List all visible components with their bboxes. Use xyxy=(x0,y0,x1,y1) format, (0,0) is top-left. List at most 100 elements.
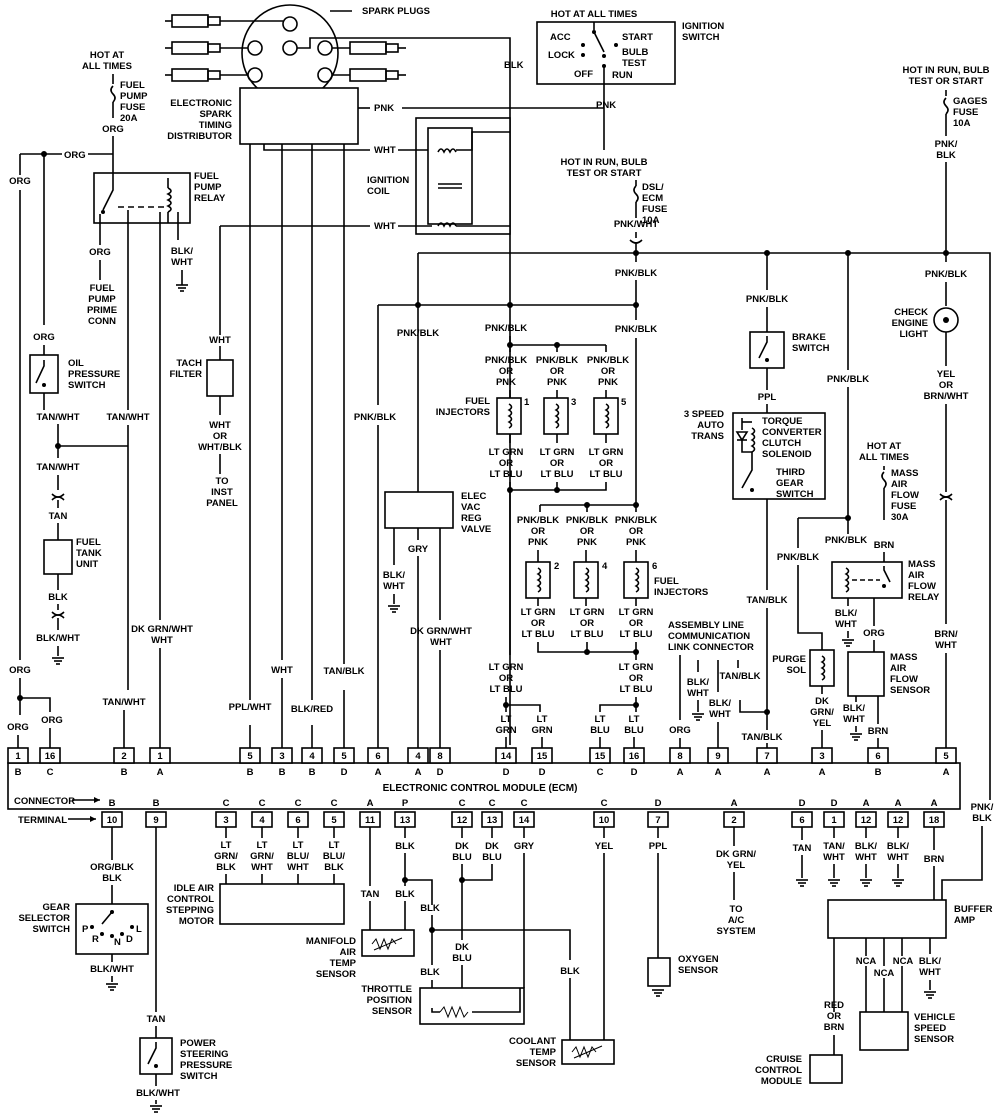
ecm-pin-side: C xyxy=(223,798,230,809)
spark-plugs: SPARK PLUGS BLK ELECTRONIC SPARK TIMING … xyxy=(165,4,524,745)
wire-label: GRN/ xyxy=(214,851,238,862)
wire-label: PPL/WHT xyxy=(229,702,272,713)
wire-label: ORG xyxy=(863,628,885,639)
hot-label: HOT IN RUN, BULB xyxy=(902,65,989,76)
wire-label: PNK/BLK xyxy=(615,324,657,335)
hot-label: ALL TIMES xyxy=(82,61,132,72)
wire-label: BLU xyxy=(452,852,472,863)
tank-label: UNIT xyxy=(76,559,98,570)
o2-label: OXYGEN xyxy=(678,954,719,965)
oil-label: OIL xyxy=(68,358,84,369)
wire-label: BLK/ xyxy=(887,841,910,852)
wire-label: BLK xyxy=(395,889,415,900)
fuel-injectors-135: PNK/BLK OR PNK PNK/BLK OR PNK PNK/BLK OR… xyxy=(436,336,629,655)
ecm-pin-number: 3 xyxy=(223,815,228,826)
wire-label: LT BLU xyxy=(540,469,573,480)
fuse-label: FUEL xyxy=(120,80,145,91)
wire-label: OR xyxy=(939,380,953,391)
wire-label: BRN xyxy=(874,540,895,551)
wire-label: TAN xyxy=(147,1014,166,1025)
ecm-pin-side: A xyxy=(715,767,722,778)
cruise-label: MODULE xyxy=(761,1076,802,1087)
wire-label: PNK/BLK xyxy=(485,323,527,334)
ecm-pin-number: 10 xyxy=(599,815,610,826)
wire-label: PNK/BLK xyxy=(517,515,559,526)
wire-label: ORG xyxy=(7,722,29,733)
wire-label: WHT xyxy=(855,852,877,863)
wire-label: ORG xyxy=(41,715,63,726)
hot-label: TEST OR START xyxy=(909,76,984,87)
fuel-pump-circuit: HOT AT ALL TIMES FUEL PUMP FUSE 20A ORG … xyxy=(7,50,226,748)
ecm-pin-number: 10 xyxy=(107,815,118,826)
wire-label: OR xyxy=(629,618,643,629)
ground-icon xyxy=(388,605,400,613)
gear-letter: N xyxy=(114,937,121,948)
wire-label: BRN xyxy=(924,854,945,865)
ground-icon xyxy=(924,991,936,999)
wire-label: PNK/BLK xyxy=(825,535,867,546)
ecm-pin-number: 2 xyxy=(731,815,736,826)
wire-label: ORG xyxy=(9,176,31,187)
wire-label: LT xyxy=(629,714,640,725)
ecm-pin-number: 9 xyxy=(153,815,158,826)
wire-label: BLK/ xyxy=(919,956,942,967)
ecm-pin-side: B xyxy=(153,798,160,809)
evrv-label: VAC xyxy=(461,502,480,513)
ecm-pin-number: 1 xyxy=(15,751,21,762)
wire-label: WHT xyxy=(151,635,173,646)
gear-sel-label: SELECTOR xyxy=(18,913,70,924)
wire-label: PNK xyxy=(577,537,597,548)
ground-icon xyxy=(842,639,854,647)
tank-label: FUEL xyxy=(76,537,101,548)
gear-sw-label: SWITCH xyxy=(776,489,814,500)
ac-label: SYSTEM xyxy=(716,926,755,937)
ecm-pin-number: 4 xyxy=(309,751,315,762)
clt-label: TEMP xyxy=(530,1047,557,1058)
wire-label: OR xyxy=(531,526,545,537)
inj-num: 5 xyxy=(621,397,627,408)
ecm-bottom-pins: B10B9C3C4C6C5A11P13C12C13C14C10D7A2D6D1A… xyxy=(101,798,945,828)
ecm-pin-number: 14 xyxy=(519,815,530,826)
wire-label: BLK xyxy=(504,60,524,71)
wire-label: BLU/ xyxy=(287,851,310,862)
purge-label: PURGE xyxy=(772,654,806,665)
clt-label: SENSOR xyxy=(516,1058,556,1069)
ecm-pin-side: A xyxy=(157,767,164,778)
fuse-label: 10A xyxy=(953,118,971,129)
prime-label: CONN xyxy=(88,316,116,327)
oxygen-sensor: PPL OXYGEN SENSOR xyxy=(647,827,719,997)
wire-label: BLK xyxy=(972,813,992,824)
wire-label: LT xyxy=(501,714,512,725)
wire-label: OR xyxy=(599,458,613,469)
fuse-label: FUSE xyxy=(953,107,978,118)
maf-sensor-label: AIR xyxy=(890,663,907,674)
wire-label: NCA xyxy=(893,956,914,967)
wire-label: PNK/BLK xyxy=(925,269,967,280)
wire-label: LT xyxy=(329,840,340,851)
wire-label: GRN/ xyxy=(250,851,274,862)
fuse-label: FUSE xyxy=(642,204,667,215)
ac-output: DK GRN/ YEL TO A/C SYSTEM xyxy=(716,827,756,937)
wire-label: BLK/ xyxy=(709,698,732,709)
wire-label: TAN/WHT xyxy=(102,697,145,708)
wire-label: ORG xyxy=(33,332,55,343)
tps-label: THROTTLE xyxy=(361,984,412,995)
wire-label: PNK xyxy=(496,377,516,388)
ecm-pin-number: 9 xyxy=(715,751,720,762)
hot-label: HOT IN RUN, BULB xyxy=(560,157,647,168)
fuse-label: FUSE xyxy=(120,102,145,113)
ecm-pin-side: D xyxy=(631,767,638,778)
wire-label: PNK/ xyxy=(935,139,958,150)
wire-label: OR xyxy=(601,366,615,377)
ign-pos: RUN xyxy=(612,70,633,81)
wire-label: TAN/WHT xyxy=(36,412,79,423)
o2-label: SENSOR xyxy=(678,965,718,976)
distributor-label: ELECTRONIC xyxy=(170,98,232,109)
ecm-pin-side: D xyxy=(655,798,662,809)
wire-label: TAN/ xyxy=(823,841,845,852)
gear-letter: L xyxy=(136,924,142,935)
ignition-switch: HOT AT ALL TIMES IGNITION SWITCH ACC LOC… xyxy=(536,9,724,150)
spark-plugs-label: SPARK PLUGS xyxy=(362,6,430,17)
mat-label: AIR xyxy=(340,947,357,958)
ecm-pin-side: D xyxy=(831,798,838,809)
